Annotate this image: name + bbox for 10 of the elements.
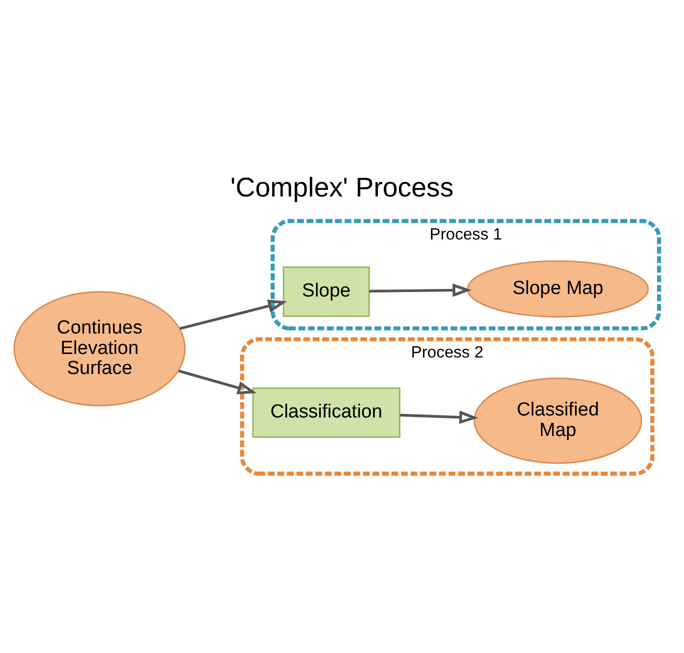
arrow	[178, 369, 257, 394]
node-box: Slope	[282, 266, 370, 316]
node-ellipse: Slope Map	[466, 260, 649, 317]
diagram-title: 'Complex' Process	[230, 171, 454, 202]
node-box: Classification	[252, 386, 400, 438]
arrow	[180, 299, 288, 330]
arrow	[400, 410, 478, 424]
node-ellipse: Classified Map	[474, 377, 642, 464]
node-ellipse: Continues Elevation Surface	[14, 290, 186, 406]
arrow	[369, 283, 472, 296]
